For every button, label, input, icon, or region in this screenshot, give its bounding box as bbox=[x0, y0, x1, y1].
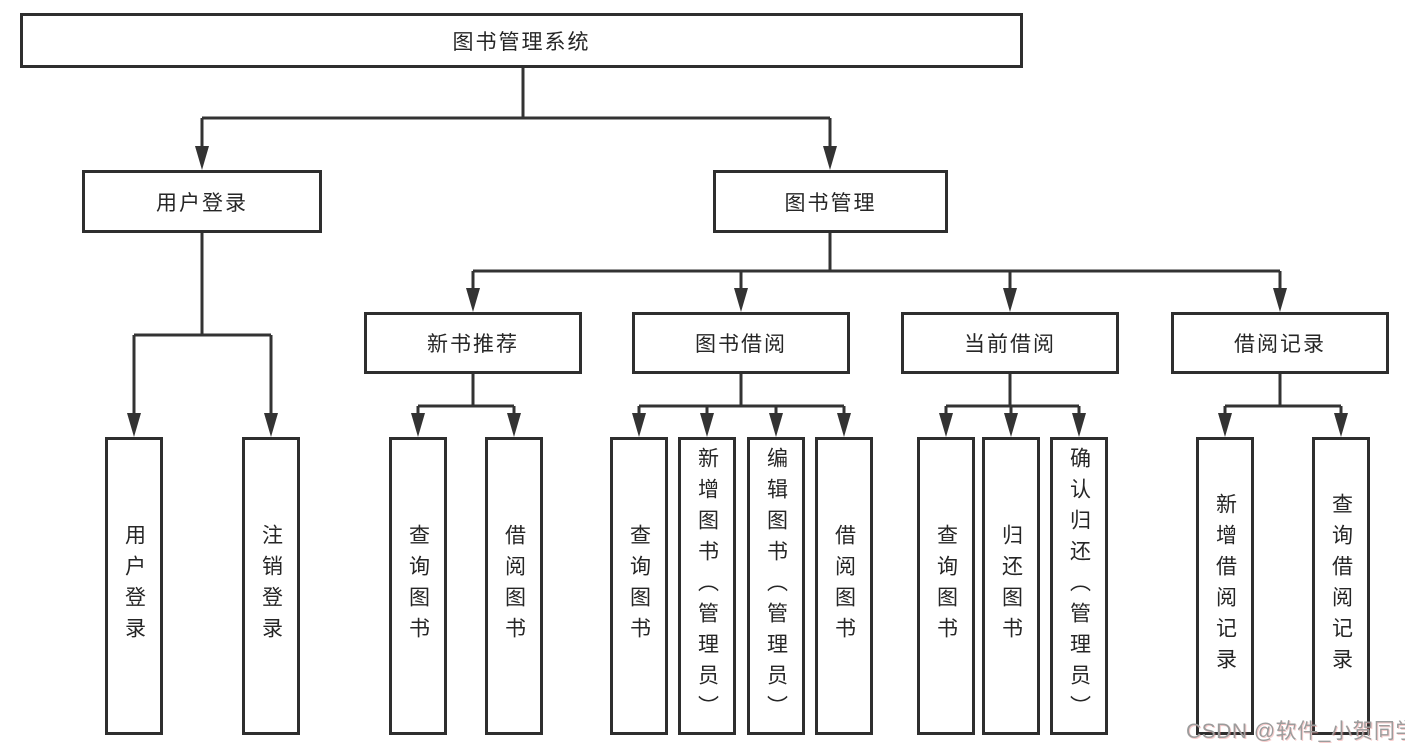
node-borrow-records: 借阅记录 bbox=[1171, 312, 1389, 374]
leaf-query-books-recommend-label: 查询图书 bbox=[406, 524, 430, 648]
leaf-add-books-admin: 新增图书（管理员） bbox=[678, 437, 736, 735]
node-borrow-records-label: 借阅记录 bbox=[1234, 333, 1326, 356]
leaf-logout-label: 注销登录 bbox=[259, 524, 283, 648]
leaf-add-borrow-record-label: 新增借阅记录 bbox=[1213, 493, 1237, 679]
node-user-login-label: 用户登录 bbox=[156, 191, 248, 215]
leaf-logout: 注销登录 bbox=[242, 437, 300, 735]
leaf-query-books-borrow: 查询图书 bbox=[610, 437, 668, 735]
leaf-user-login-label: 用户登录 bbox=[122, 524, 146, 648]
node-new-book-recommend-label: 新书推荐 bbox=[427, 333, 519, 356]
leaf-return-books: 归还图书 bbox=[982, 437, 1040, 735]
node-root: 图书管理系统 bbox=[20, 13, 1023, 68]
leaf-borrow-books: 借阅图书 bbox=[815, 437, 873, 735]
node-current-borrow-label: 当前借阅 bbox=[964, 333, 1056, 356]
leaf-query-books-current: 查询图书 bbox=[917, 437, 975, 735]
leaf-add-books-admin-label: 新增图书（管理员） bbox=[695, 446, 719, 726]
leaf-return-books-label: 归还图书 bbox=[999, 524, 1023, 648]
node-book-borrow-label: 图书借阅 bbox=[695, 333, 787, 356]
edge-segments bbox=[132, 68, 1343, 419]
leaf-user-login: 用户登录 bbox=[105, 437, 163, 735]
leaf-edit-books-admin: 编辑图书（管理员） bbox=[747, 437, 805, 735]
node-new-book-recommend: 新书推荐 bbox=[364, 312, 582, 374]
leaf-query-books-recommend: 查询图书 bbox=[389, 437, 447, 735]
leaf-query-borrow-record-label: 查询借阅记录 bbox=[1329, 493, 1353, 679]
leaf-edit-books-admin-label: 编辑图书（管理员） bbox=[764, 446, 788, 726]
leaf-query-books-current-label: 查询图书 bbox=[934, 524, 958, 648]
arrow-heads bbox=[127, 146, 1348, 437]
node-book-borrow: 图书借阅 bbox=[632, 312, 850, 374]
node-root-label: 图书管理系统 bbox=[452, 30, 591, 54]
leaf-confirm-return-admin-label: 确认归还（管理员） bbox=[1067, 446, 1091, 726]
node-book-management: 图书管理 bbox=[713, 170, 948, 233]
leaf-borrow-books-label: 借阅图书 bbox=[832, 524, 856, 648]
leaf-query-borrow-record: 查询借阅记录 bbox=[1312, 437, 1370, 735]
leaf-confirm-return-admin: 确认归还（管理员） bbox=[1050, 437, 1108, 735]
leaf-query-books-borrow-label: 查询图书 bbox=[627, 524, 651, 648]
leaf-borrow-books-recommend-label: 借阅图书 bbox=[502, 524, 526, 648]
leaf-borrow-books-recommend: 借阅图书 bbox=[485, 437, 543, 735]
csdn-watermark: CSDN @软件_小贺同学 bbox=[1186, 720, 1405, 743]
node-current-borrow: 当前借阅 bbox=[901, 312, 1119, 374]
leaf-add-borrow-record: 新增借阅记录 bbox=[1196, 437, 1254, 735]
node-user-login: 用户登录 bbox=[82, 170, 322, 233]
node-book-management-label: 图书管理 bbox=[784, 191, 877, 215]
